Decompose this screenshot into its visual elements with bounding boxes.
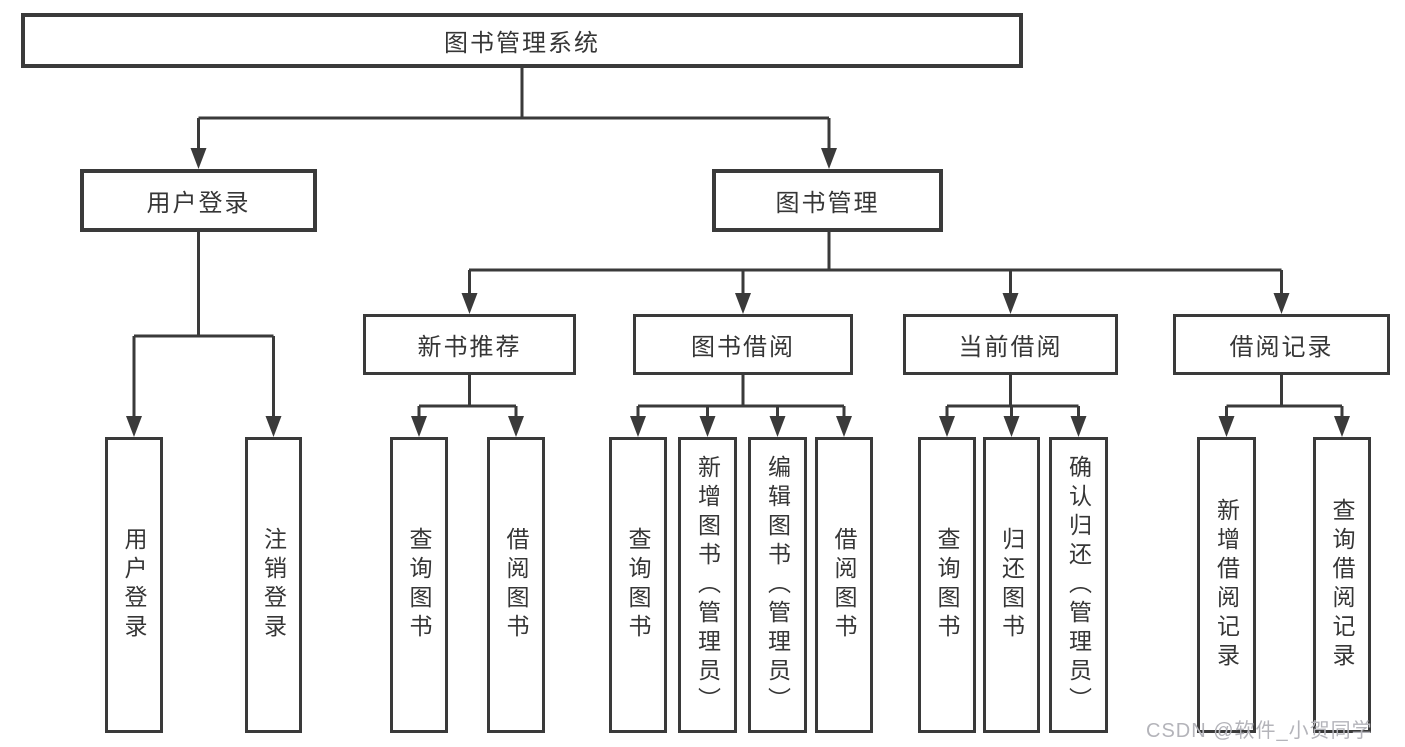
- leaf-query-borrow-record: 查询借阅记录: [1313, 437, 1371, 733]
- leaf-borrow-books-recommend: 借阅图书: [487, 437, 545, 733]
- leaf-add-book-admin-label: 新增图书（管理员）: [694, 454, 721, 716]
- leaf-logout: 注销登录: [245, 437, 302, 733]
- leaf-query-books-current: 查询图书: [918, 437, 976, 733]
- leaf-query-books-recommend: 查询图书: [390, 437, 448, 733]
- leaf-query-borrow-record-label: 查询借阅记录: [1329, 498, 1355, 672]
- connector-lines: [132, 68, 1344, 423]
- node-book-borrow-label: 图书借阅: [691, 334, 795, 361]
- leaf-user-login: 用户登录: [105, 437, 163, 733]
- leaf-return-book-label: 归还图书: [998, 527, 1025, 643]
- node-book-management-label: 图书管理: [775, 190, 880, 217]
- leaf-borrow-books: 借阅图书: [815, 437, 873, 733]
- node-book-management: 图书管理: [712, 169, 943, 232]
- node-library-system: 图书管理系统: [21, 13, 1023, 68]
- node-library-system-label: 图书管理系统: [444, 30, 600, 57]
- node-user-login-label: 用户登录: [146, 190, 251, 217]
- leaf-add-book-admin: 新增图书（管理员）: [678, 437, 737, 733]
- leaf-logout-label: 注销登录: [260, 527, 287, 643]
- node-borrow-records-label: 借阅记录: [1229, 334, 1334, 361]
- leaf-confirm-return-admin: 确认归还（管理员）: [1049, 437, 1108, 733]
- leaf-edit-book-admin-label: 编辑图书（管理员）: [764, 454, 791, 716]
- node-current-borrow-label: 当前借阅: [958, 334, 1063, 361]
- leaf-return-book: 归还图书: [983, 437, 1040, 733]
- leaf-query-books-borrow: 查询图书: [609, 437, 667, 733]
- node-book-borrow: 图书借阅: [633, 314, 853, 375]
- leaf-borrow-books-label: 借阅图书: [831, 527, 857, 643]
- node-new-book-recommend-label: 新书推荐: [417, 334, 522, 361]
- leaf-query-books-recommend-label: 查询图书: [406, 527, 432, 643]
- leaf-confirm-return-admin-label: 确认归还（管理员）: [1065, 454, 1092, 716]
- node-borrow-records: 借阅记录: [1173, 314, 1390, 375]
- leaf-query-books-current-label: 查询图书: [934, 527, 960, 643]
- node-user-login: 用户登录: [80, 169, 317, 232]
- leaf-add-borrow-record: 新增借阅记录: [1197, 437, 1256, 733]
- watermark: CSDN @软件_小贺同学: [1146, 720, 1373, 742]
- leaf-edit-book-admin: 编辑图书（管理员）: [748, 437, 807, 733]
- leaf-user-login-label: 用户登录: [121, 527, 147, 643]
- node-current-borrow: 当前借阅: [903, 314, 1118, 375]
- leaf-add-borrow-record-label: 新增借阅记录: [1213, 498, 1240, 672]
- leaf-borrow-books-recommend-label: 借阅图书: [503, 527, 529, 643]
- leaf-query-books-borrow-label: 查询图书: [625, 527, 651, 643]
- node-new-book-recommend: 新书推荐: [363, 314, 576, 375]
